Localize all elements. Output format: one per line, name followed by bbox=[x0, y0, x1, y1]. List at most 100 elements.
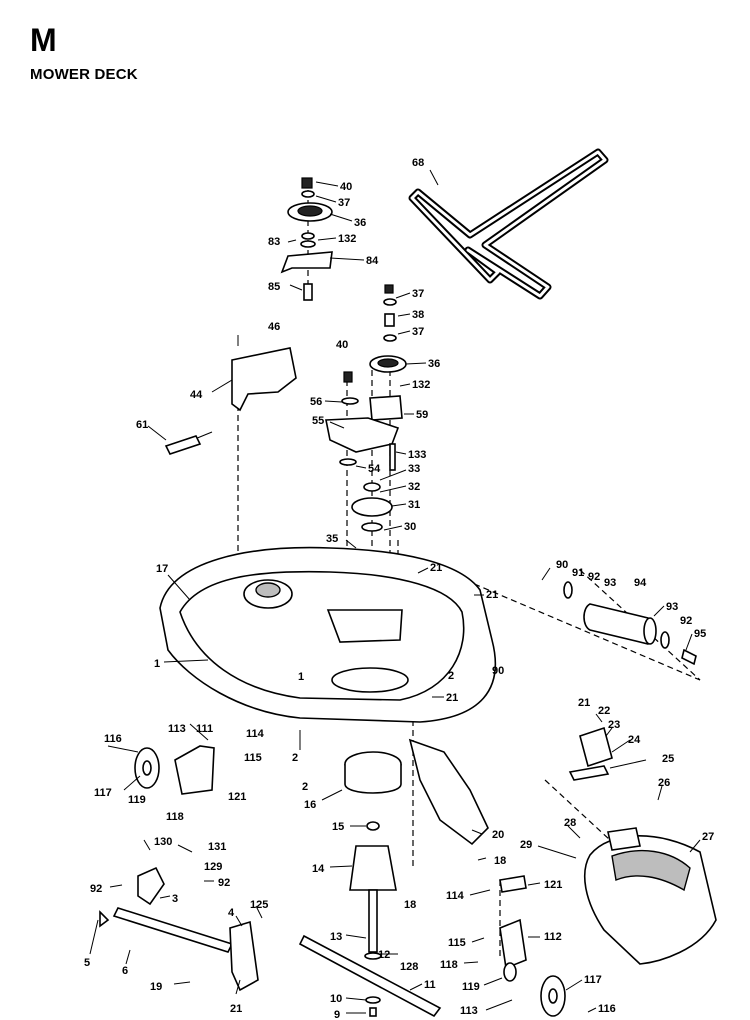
callout-label: 6 bbox=[122, 965, 128, 977]
callout-label: 54 bbox=[368, 463, 381, 475]
callout-label: 3 bbox=[172, 893, 178, 905]
page-letter: M bbox=[30, 22, 57, 58]
callout-label: 119 bbox=[128, 794, 146, 806]
spindle-blade-assembly bbox=[298, 751, 442, 1018]
callout-label: 92 bbox=[588, 571, 600, 583]
callout-label: 4 bbox=[228, 907, 235, 919]
callout-label: 116 bbox=[598, 1003, 616, 1015]
callout-label: 92 bbox=[90, 883, 102, 895]
callout-label: 9 bbox=[334, 1009, 340, 1020]
center-pulley-stack bbox=[325, 284, 407, 532]
callout-label: 21 bbox=[446, 692, 458, 704]
callout-label: 2 bbox=[292, 752, 298, 764]
callout-label: 28 bbox=[564, 817, 576, 829]
callout-label: 121 bbox=[544, 879, 562, 891]
callout-label: 24 bbox=[628, 734, 641, 746]
callout-label: 83 bbox=[268, 236, 280, 248]
callout-label: 2 bbox=[448, 670, 454, 682]
discharge-chute bbox=[568, 726, 717, 965]
drive-belt bbox=[408, 148, 609, 300]
callout-label: 1 bbox=[154, 658, 160, 670]
callout-label: 23 bbox=[608, 719, 620, 731]
callout-label: 90 bbox=[556, 559, 568, 571]
callout-label: 111 bbox=[196, 723, 213, 735]
callout-label: 46 bbox=[268, 321, 280, 333]
callout-label: 40 bbox=[340, 181, 352, 193]
callout-label: 30 bbox=[404, 521, 416, 533]
callout-label: 132 bbox=[338, 233, 356, 245]
callout-label: 59 bbox=[416, 409, 428, 421]
leader-lines bbox=[89, 169, 701, 1014]
callout-label: 22 bbox=[598, 705, 610, 717]
callout-label: 26 bbox=[658, 777, 670, 789]
callout-label: 118 bbox=[166, 811, 184, 823]
callout-label: 117 bbox=[584, 974, 602, 986]
callout-label: 25 bbox=[662, 753, 674, 765]
belt-guard bbox=[164, 347, 297, 455]
callout-label: 85 bbox=[268, 281, 280, 293]
callout-label: 84 bbox=[366, 255, 379, 267]
callout-label: 55 bbox=[312, 415, 324, 427]
callout-label: 92 bbox=[218, 877, 230, 889]
callout-label: 37 bbox=[412, 326, 424, 338]
callout-label: 130 bbox=[154, 836, 172, 848]
callout-label: 115 bbox=[448, 937, 466, 949]
front-wheel-right bbox=[499, 875, 566, 1017]
callout-label: 36 bbox=[428, 358, 440, 370]
callout-label: 92 bbox=[680, 615, 692, 627]
callout-label: 132 bbox=[412, 379, 430, 391]
callout-label: 21 bbox=[578, 697, 590, 709]
callout-label: 68 bbox=[412, 157, 424, 169]
callout-label: 119 bbox=[462, 981, 480, 993]
mower-deck-housing bbox=[159, 546, 497, 846]
callout-label: 112 bbox=[544, 931, 562, 943]
callout-label: 14 bbox=[312, 863, 325, 875]
callout-label: 114 bbox=[246, 728, 265, 740]
callout-label: 133 bbox=[408, 449, 426, 461]
callout-label: 19 bbox=[150, 981, 162, 993]
callout-label: 18 bbox=[404, 899, 416, 911]
callout-label: 36 bbox=[354, 217, 366, 229]
callout-label: 11 bbox=[424, 979, 436, 991]
callout-label: 93 bbox=[604, 577, 616, 589]
callout-label: 13 bbox=[330, 931, 342, 943]
page-title: MOWER DECK bbox=[30, 66, 138, 83]
callout-label: 113 bbox=[168, 723, 186, 735]
callout-label: 115 bbox=[244, 752, 262, 764]
callout-label: 56 bbox=[310, 396, 322, 408]
callout-label: 129 bbox=[204, 861, 222, 873]
callout-label: 16 bbox=[304, 799, 316, 811]
callout-label: 117 bbox=[94, 787, 112, 799]
callout-label: 118 bbox=[440, 959, 458, 971]
callout-label: 20 bbox=[492, 829, 504, 841]
callout-label: 18 bbox=[494, 855, 506, 867]
callout-label: 116 bbox=[104, 733, 122, 745]
callout-label: 31 bbox=[408, 499, 420, 511]
callout-label: 15 bbox=[332, 821, 344, 833]
callout-label: 17 bbox=[156, 563, 168, 575]
callout-label: 1 bbox=[298, 671, 304, 683]
callout-label: 21 bbox=[486, 589, 498, 601]
front-wheel-left bbox=[107, 745, 215, 795]
callout-label: 61 bbox=[136, 419, 148, 431]
rear-roller-assembly bbox=[563, 581, 697, 666]
callout-label: 35 bbox=[326, 533, 338, 545]
callout-label: 128 bbox=[400, 961, 418, 973]
callout-label: 131 bbox=[208, 841, 226, 853]
callout-label: 90 bbox=[492, 665, 504, 677]
callout-label: 29 bbox=[520, 839, 532, 851]
callout-label: 27 bbox=[702, 831, 714, 843]
callout-label: 2 bbox=[302, 781, 308, 793]
callout-label: 37 bbox=[338, 197, 350, 209]
callout-label: 5 bbox=[84, 957, 90, 969]
callout-label: 37 bbox=[412, 288, 424, 300]
callout-label: 114 bbox=[446, 890, 465, 902]
callout-label: 91 bbox=[572, 567, 584, 579]
callout-label: 33 bbox=[408, 463, 420, 475]
callout-label: 95 bbox=[694, 628, 706, 640]
callout-label: 12 bbox=[378, 949, 390, 961]
callout-labels: 40 37 36 83 132 84 85 68 37 38 37 40 36 … bbox=[84, 157, 714, 1020]
callout-label: 94 bbox=[634, 577, 647, 589]
callout-label: 125 bbox=[250, 899, 268, 911]
